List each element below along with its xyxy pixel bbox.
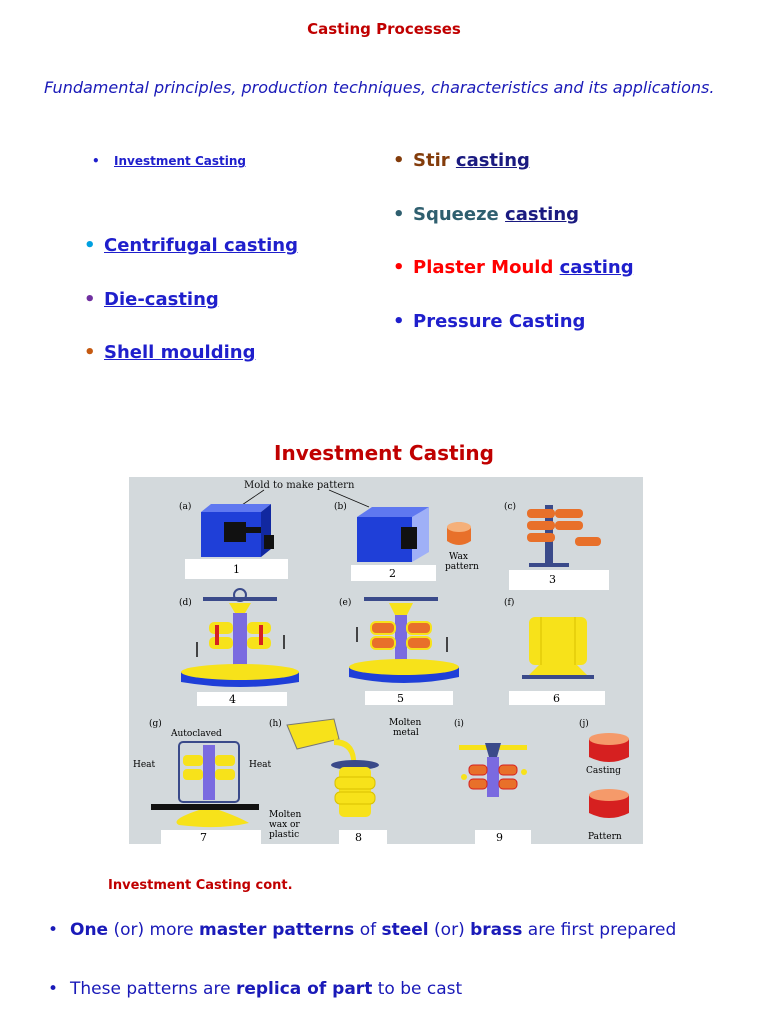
step-box-5 (365, 691, 453, 705)
list-item-centrifugal[interactable]: • Centrifugal casting (84, 235, 299, 256)
step-box-2 (351, 565, 436, 581)
bullet-icon: • (84, 342, 96, 363)
step-box-3 (509, 570, 609, 590)
step-number-2: 2 (389, 567, 396, 580)
illustration-a-mold (201, 504, 274, 557)
body-bullet-2: • These patterns are replica of part to … (48, 979, 463, 999)
text-one: One (70, 920, 109, 940)
centrifugal-casting-link[interactable]: Centrifugal casting (104, 235, 299, 256)
step-number-9: 9 (496, 831, 503, 844)
text-to-be-cast: to be cast (372, 979, 463, 999)
body-bullet-1: • One (or) more master patterns of steel… (48, 920, 677, 940)
investment-casting-link[interactable]: Investment Casting (114, 154, 246, 168)
step-number-3: 3 (549, 573, 556, 586)
illustration-d-dipping (181, 588, 299, 687)
text-steel: steel (381, 920, 429, 940)
illustration-c-wax-tree (527, 505, 601, 567)
label-heat-right: Heat (249, 760, 272, 770)
bullet-icon: • (84, 289, 96, 310)
label-metal: metal (393, 728, 419, 738)
step-letter-d: (d) (179, 597, 192, 608)
step-letter-c: (c) (504, 501, 516, 512)
step-box-6 (509, 691, 605, 705)
section-title: Investment Casting (274, 441, 494, 465)
list-item-squeeze-casting[interactable]: • Squeeze casting (393, 204, 580, 225)
illustration-h-pouring: Molten metal (286, 718, 421, 817)
bullet-icon: • (84, 235, 96, 256)
plaster-label: Plaster Mould (413, 257, 554, 278)
illustration-g-autoclave: Autoclaved Heat Heat Molten wax or plast… (133, 729, 301, 840)
list-item-plaster-mould[interactable]: • Plaster Mould casting (393, 257, 634, 278)
plaster-casting-link[interactable]: casting (559, 257, 634, 278)
stir-casting-link[interactable]: casting (455, 150, 530, 171)
label-pattern: pattern (445, 562, 479, 572)
label-casting: Casting (586, 766, 621, 776)
text-first-prepared: are first prepared (522, 920, 677, 940)
list-item-die-casting[interactable]: • Die-casting (84, 289, 219, 310)
illustration-e-stucco (349, 597, 459, 683)
label-molten-metal: Molten (389, 718, 421, 728)
step-box-9 (475, 830, 531, 844)
shell-moulding-link[interactable]: Shell moulding (104, 342, 256, 363)
squeeze-label: Squeeze (413, 204, 499, 225)
step-number-8: 8 (355, 831, 362, 844)
text-master-patterns: master patterns (199, 920, 355, 940)
text-brass: brass (470, 920, 523, 940)
step-letter-f: (f) (504, 597, 514, 608)
text-replica-of-part: replica of part (235, 979, 373, 999)
text-or: (or) (428, 920, 471, 940)
step-number-4: 4 (229, 693, 236, 706)
illustration-j-casting-pattern: Casting Pattern (586, 733, 629, 842)
bullet-icon: • (393, 150, 405, 171)
label-pattern-j: Pattern (588, 832, 622, 842)
list-item-stir-casting[interactable]: • Stir casting (393, 150, 530, 171)
bullet-icon: • (92, 154, 100, 168)
diagram-svg: Mold to make pattern (a) (b) (c) (d) (e)… (133, 480, 629, 844)
pressure-casting-label: Pressure Casting (413, 311, 586, 332)
step-number-5: 5 (397, 692, 404, 705)
document-subtitle: Fundamental principles, production techn… (44, 78, 715, 97)
step-number-7: 7 (200, 831, 207, 844)
label-autoclaved: Autoclaved (170, 729, 222, 739)
label-plastic: plastic (269, 830, 299, 840)
label-heat-left: Heat (133, 760, 156, 770)
step-number-1: 1 (233, 563, 240, 576)
list-item-investment-casting[interactable]: • Investment Casting (92, 154, 246, 168)
die-casting-link[interactable]: Die-casting (104, 289, 219, 310)
bullet-icon: • (48, 979, 59, 999)
investment-casting-diagram: Mold to make pattern (a) (b) (c) (d) (e)… (129, 477, 643, 844)
step-box-4 (197, 692, 287, 706)
step-letter-a: (a) (179, 501, 191, 512)
illustration-i-shakeout (459, 743, 527, 797)
list-item-shell-moulding[interactable]: • Shell moulding (84, 342, 256, 363)
text-these-patterns: These patterns are (70, 979, 236, 999)
step-number-6: 6 (553, 692, 560, 705)
illustration-b-open-mold: Wax pattern (357, 507, 479, 572)
bullet-icon: • (393, 311, 405, 332)
text-of: of (354, 920, 382, 940)
step-letter-i: (i) (454, 718, 464, 729)
step-box-7 (161, 830, 261, 844)
step-letter-e: (e) (339, 597, 351, 608)
step-box-8 (339, 830, 387, 844)
bullet-icon: • (393, 257, 405, 278)
label-mold-to-make-pattern: Mold to make pattern (244, 480, 355, 491)
step-box-1 (185, 559, 288, 579)
text-or-more: (or) more (108, 920, 199, 940)
bullet-icon: • (48, 920, 59, 940)
label-wax: Wax (449, 552, 468, 562)
label-wax-or: wax or (269, 820, 300, 830)
continuation-heading: Investment Casting cont. (108, 878, 293, 893)
bullet-icon: • (393, 204, 405, 225)
squeeze-casting-link[interactable]: casting (505, 204, 580, 225)
step-letter-j: (j) (579, 718, 589, 729)
stir-label: Stir (413, 150, 450, 171)
list-item-pressure-casting: • Pressure Casting (393, 311, 586, 332)
step-letter-h: (h) (269, 718, 282, 729)
document-title: Casting Processes (307, 20, 461, 38)
illustration-f-shell (522, 617, 594, 679)
step-letter-b: (b) (334, 501, 347, 512)
step-letter-g: (g) (149, 718, 162, 729)
label-molten-wax: Molten (269, 810, 301, 820)
